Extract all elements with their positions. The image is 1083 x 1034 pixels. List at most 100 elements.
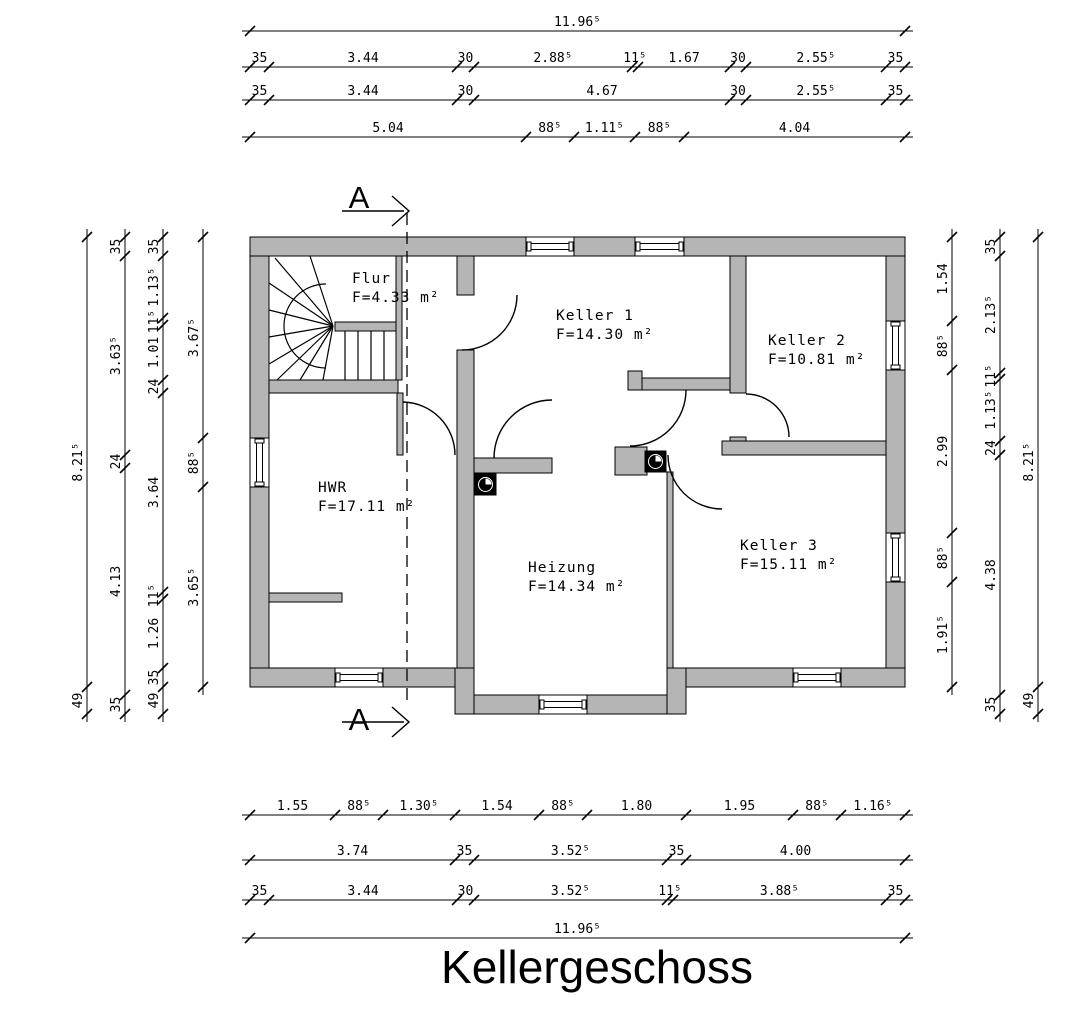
- dimension-tick: [899, 25, 911, 37]
- dimension-label: 3.44: [347, 84, 378, 99]
- wall: [456, 349, 475, 669]
- dimension-label: 30: [730, 51, 746, 66]
- dimension-tick: [787, 809, 799, 821]
- dimension-tick: [197, 231, 209, 243]
- dimension-label: 30: [458, 51, 474, 66]
- dimension-chain-bottom-total: 11.96⁵: [242, 922, 913, 944]
- dimension-tick: [899, 854, 911, 866]
- dimension-tick: [661, 894, 673, 906]
- dimension-label: 11⁵: [623, 51, 646, 66]
- dimension-tick: [632, 61, 644, 73]
- dimension-tick: [157, 586, 169, 598]
- section-arrow: A: [342, 702, 411, 738]
- dimension-tick: [1032, 231, 1044, 243]
- door-swing-arc: [402, 401, 456, 456]
- dimension-label: 1.54: [936, 263, 951, 294]
- dimension-tick: [661, 854, 673, 866]
- dimension-label: 1.01: [147, 337, 162, 368]
- dimension-label: 49: [147, 693, 162, 709]
- wall: [473, 457, 553, 474]
- dimension-label: 1.54: [481, 799, 512, 814]
- dimension-label: 8.21⁵: [71, 442, 86, 481]
- dimension-label: 24: [109, 454, 124, 470]
- dimension-label: 88⁵: [648, 121, 671, 136]
- dimension-tick: [740, 94, 752, 106]
- dimension-label: 3.63⁵: [109, 336, 124, 375]
- dimension-tick: [899, 94, 911, 106]
- room-area: F=14.30 m²: [556, 327, 653, 343]
- dimension-tick: [81, 681, 93, 693]
- dimension-label: 35: [109, 697, 124, 713]
- dimension-tick: [244, 932, 256, 944]
- window-icon: [525, 236, 575, 257]
- section-line-a-a: AA: [342, 180, 411, 738]
- dimension-label: 3.52⁵: [551, 844, 590, 859]
- wall: [334, 321, 399, 332]
- dimension-tick: [119, 250, 131, 262]
- section-arrow: A: [342, 180, 411, 227]
- dimension-tick: [157, 374, 169, 386]
- dimension-label: 1.26: [147, 618, 162, 649]
- dimension-tick: [946, 681, 958, 693]
- stair-walk-arc: [283, 283, 327, 369]
- dimension-tick: [263, 894, 275, 906]
- dimension-tick: [329, 809, 341, 821]
- dimension-label: 3.64: [147, 477, 162, 508]
- dimension-tick: [880, 94, 892, 106]
- stair-tread-line: [268, 309, 334, 327]
- dimension-tick: [197, 681, 209, 693]
- dimension-label: 35: [669, 844, 685, 859]
- wall: [456, 255, 475, 296]
- chimney-icon: [474, 473, 497, 496]
- dimension-label: 35: [888, 884, 904, 899]
- stair-tread-line: [268, 325, 334, 365]
- door-swing-arc: [629, 389, 687, 447]
- dimension-tick: [994, 449, 1006, 461]
- dimension-tick: [667, 894, 679, 906]
- dimension-label: 11.96⁵: [554, 922, 601, 937]
- dimension-tick: [994, 373, 1006, 385]
- dimension-label: 1.11⁵: [585, 121, 624, 136]
- dimension-tick: [81, 231, 93, 243]
- dimension-label: 3.44: [347, 884, 378, 899]
- wall: [395, 255, 403, 381]
- dimension-tick: [81, 708, 93, 720]
- wall: [721, 440, 887, 456]
- dimension-tick: [157, 319, 169, 331]
- dimension-tick: [377, 809, 389, 821]
- dimension-label: 4.67: [586, 84, 617, 99]
- walls: [249, 236, 906, 715]
- dimension-label: 35: [984, 697, 999, 713]
- dimension-label: 88⁵: [936, 546, 951, 569]
- wall: [268, 592, 343, 603]
- dimension-tick: [449, 854, 461, 866]
- dimension-tick: [157, 662, 169, 674]
- dimension-tick: [197, 481, 209, 493]
- wall: [729, 255, 747, 394]
- dimension-label: 1.13⁵: [984, 390, 999, 429]
- wall: [268, 379, 399, 394]
- dimension-tick: [899, 894, 911, 906]
- stair-tread-line: [299, 325, 334, 381]
- room-name: Keller 3: [740, 538, 818, 554]
- dimension-label: 88⁵: [551, 799, 574, 814]
- section-label: A: [349, 180, 370, 215]
- dimension-tick: [994, 231, 1006, 243]
- dimension-label: 49: [71, 693, 86, 709]
- room-label-keller1: Keller 1F=14.30 m²: [556, 308, 653, 343]
- dimension-label: 3.74: [337, 844, 368, 859]
- dimension-chain-top-total: 11.96⁵: [242, 15, 913, 37]
- dimension-label: 1.67: [668, 51, 699, 66]
- dimension-tick: [568, 131, 580, 143]
- dimension-label: 11⁵: [984, 364, 999, 387]
- dimension-tick: [451, 61, 463, 73]
- stair-tread-line: [309, 255, 334, 327]
- dimension-tick: [119, 462, 131, 474]
- dimension-tick: [520, 131, 532, 143]
- dimension-tick: [244, 61, 256, 73]
- dimension-label: 30: [458, 84, 474, 99]
- dimension-label: 1.95: [724, 799, 755, 814]
